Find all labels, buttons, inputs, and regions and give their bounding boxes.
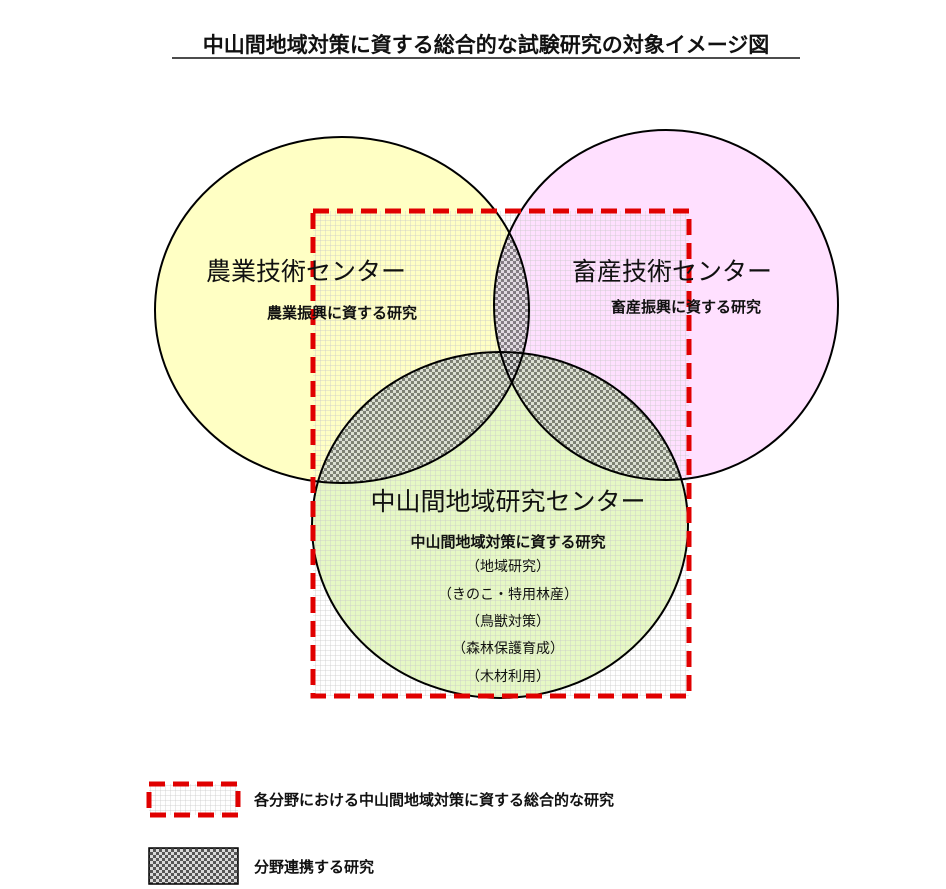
livestock-center-name: 畜産技術センター <box>572 257 772 286</box>
legend-dashed-swatch <box>146 781 241 818</box>
comprehensive-research-boundary <box>310 208 692 699</box>
mountain-item: （木材利用） <box>466 669 550 685</box>
agri-center-desc: 農業振興に資する研究 <box>267 304 417 322</box>
mountain-item: （きのこ・特用林産） <box>438 587 578 603</box>
legend-dashed-label: 各分野における中山間地域対策に資する総合的な研究 <box>253 791 614 809</box>
agri-center-outline <box>154 136 530 484</box>
mountain-center-desc: 中山間地域対策に資する研究 <box>410 533 605 551</box>
overlap-agri-mountain <box>312 352 529 483</box>
legend-hatched-label: 分野連携する研究 <box>254 858 374 876</box>
mountain-item: （地域研究） <box>466 559 550 575</box>
legend-dashed-swatch-fill <box>149 784 238 815</box>
livestock-center-outline <box>493 129 839 481</box>
mountain-item: （鳥獣対策） <box>466 613 550 630</box>
livestock-center-desc: 畜産振興に資する研究 <box>611 298 761 316</box>
mountain-item: （森林保護育成） <box>452 641 564 657</box>
mountain-center-name: 中山間地域研究センター <box>370 487 645 516</box>
page-title: 中山間地域対策に資する総合的な試験研究の対象イメージ図 <box>203 33 770 57</box>
legend: 各分野における中山間地域対策に資する総合的な研究 分野連携する研究 <box>146 781 614 885</box>
legend-hatched-swatch <box>148 847 239 885</box>
overlap-livestock-mountain <box>494 352 688 480</box>
agri-center-name: 農業技術センター <box>206 257 406 286</box>
